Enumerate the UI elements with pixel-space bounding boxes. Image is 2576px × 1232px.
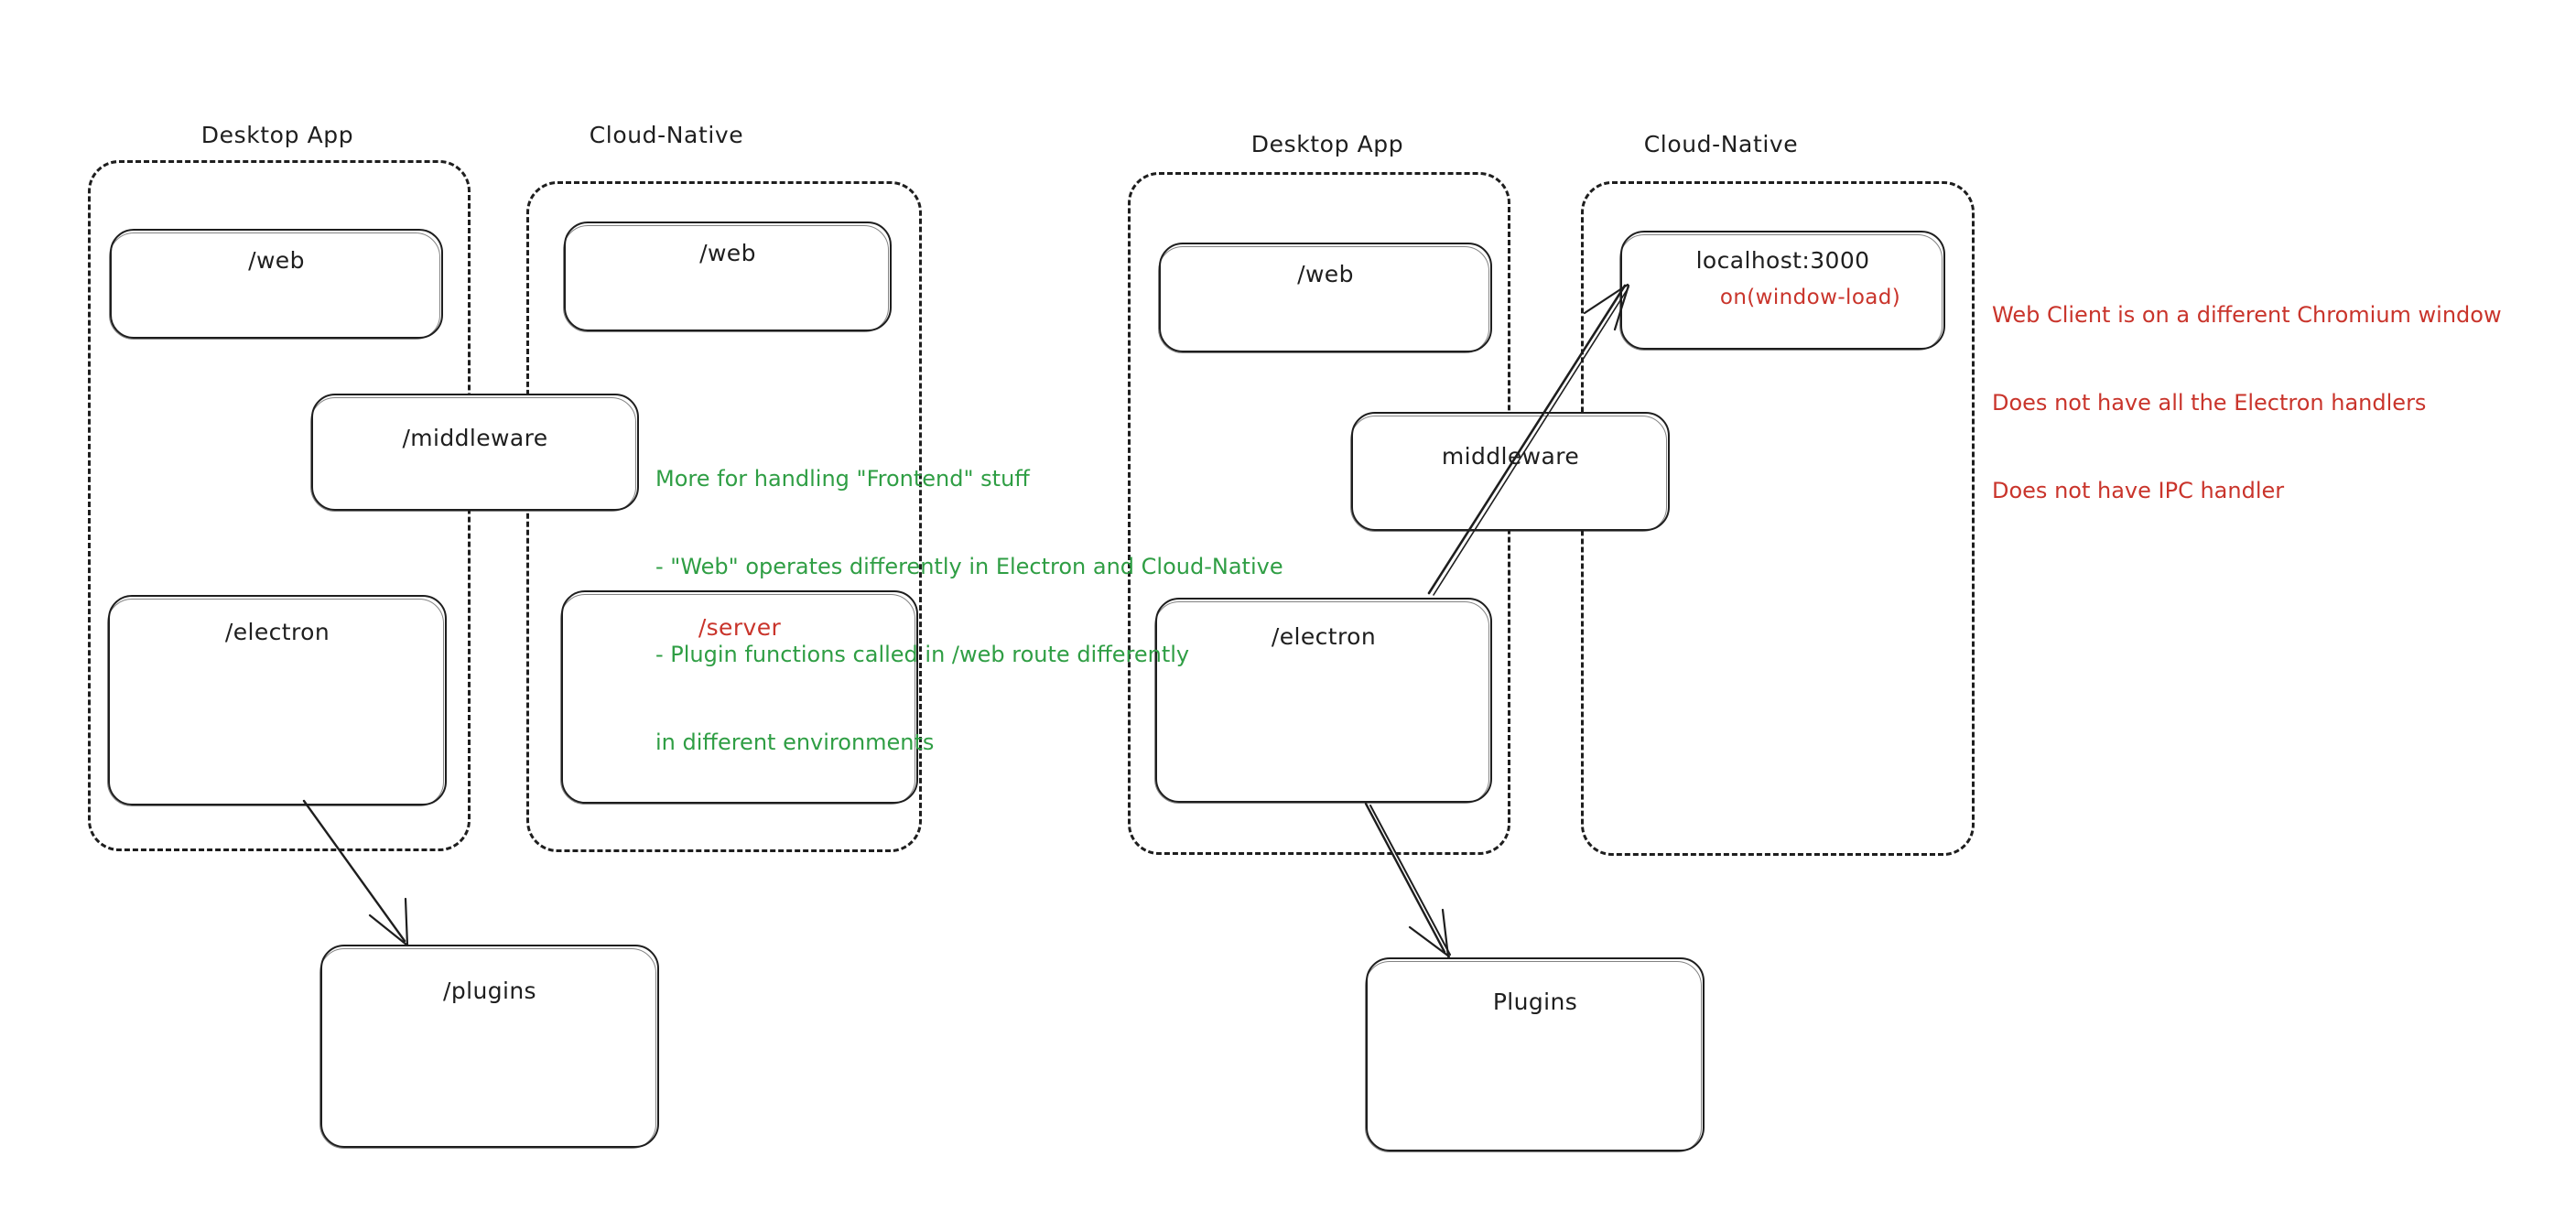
right-group-label-desktop-app: Desktop App [1250,131,1404,157]
right-node-middleware-label: middleware [1441,443,1580,470]
annotation-red-line-1: Web Client is on a different Chromium wi… [1992,302,2502,328]
right-node-desktop-web-label: /web [1297,261,1354,287]
right-node-localhost-sublabel: on(window-load) [1719,286,1901,309]
right-node-middleware[interactable]: middleware [1350,412,1670,532]
left-group-label-cloud-native: Cloud-Native [589,122,744,148]
right-node-plugins-label: Plugins [1492,989,1578,1015]
annotation-green-line-4: in different environments [655,729,935,755]
right-node-plugins[interactable]: Plugins [1365,957,1705,1152]
left-node-cloud-web-label: /web [699,240,756,266]
left-group-cloud-native [526,181,922,852]
right-group-label-cloud-native: Cloud-Native [1643,131,1799,157]
left-group-label-desktop-app: Desktop App [200,122,354,148]
left-node-middleware[interactable]: /middleware [310,394,639,512]
left-node-server-label: /server [698,614,782,641]
right-node-electron-label: /electron [1271,623,1377,650]
annotation-red-line-2: Does not have all the Electron handlers [1992,390,2427,416]
annotation-green-line-1: More for handling "Frontend" stuff [655,466,1030,492]
right-node-localhost-label: localhost:3000 [1695,247,1870,274]
annotation-red-line-3: Does not have IPC handler [1992,478,2285,503]
left-node-server[interactable]: /server [560,590,918,805]
left-node-electron[interactable]: /electron [107,595,447,806]
left-node-middleware-label: /middleware [402,425,548,451]
left-node-plugins[interactable]: /plugins [319,945,659,1149]
right-node-localhost[interactable]: localhost:3000 on(window-load) [1619,231,1945,351]
annotation-green-line-2: - "Web" operates differently in Electron… [655,554,1283,579]
left-node-plugins-label: /plugins [443,978,536,1004]
annotation-red-note: Web Client is on a different Chromium wi… [1992,242,2502,564]
left-node-electron-label: /electron [224,619,330,645]
left-node-desktop-web-label: /web [248,247,305,274]
right-node-desktop-web[interactable]: /web [1158,243,1492,353]
annotation-green-note: More for handling "Frontend" stuff - "We… [655,405,1283,816]
left-node-cloud-web[interactable]: /web [563,222,892,332]
annotation-green-line-3: - Plugin functions called in /web route … [655,642,1190,667]
left-node-desktop-web[interactable]: /web [109,229,443,340]
right-node-electron[interactable]: /electron [1154,598,1492,804]
